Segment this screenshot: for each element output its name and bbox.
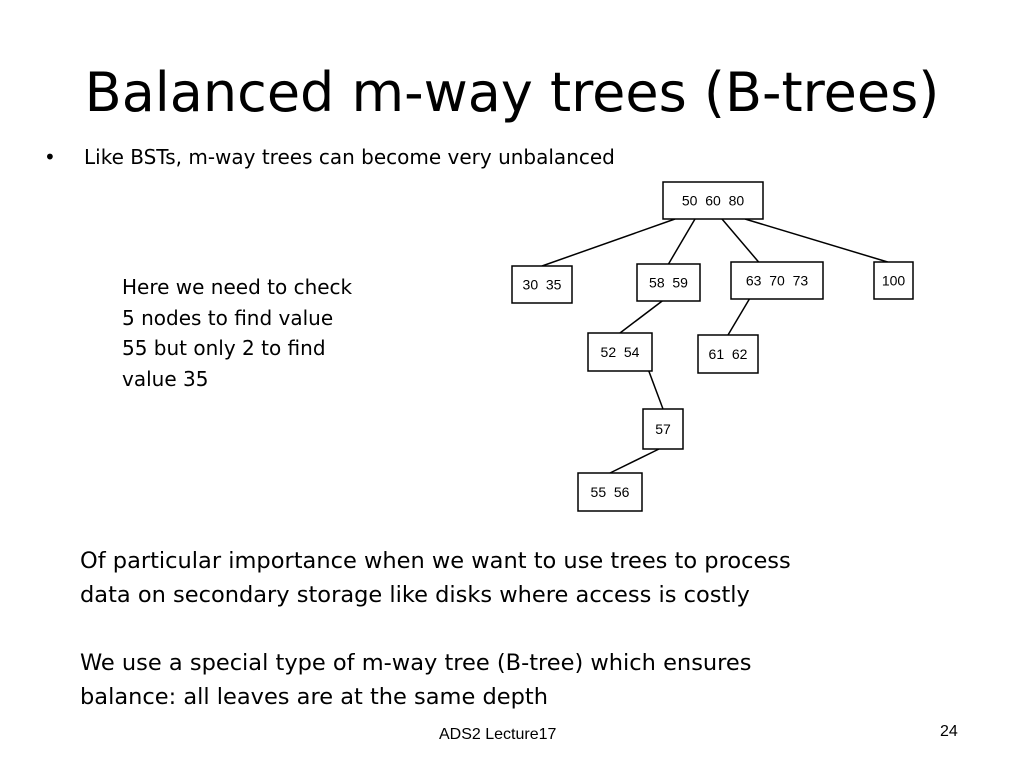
btree-line-2: balance: all leaves are at the same dept… (80, 684, 548, 710)
tree-node-box (511, 265, 573, 304)
tree-node-label: 50 60 80 (682, 193, 744, 209)
bullet-dot-icon: • (44, 145, 56, 169)
tree-node-label: 61 62 (709, 346, 748, 362)
tree-node-label: 58 59 (649, 275, 688, 291)
tree-edge-n1-n3 (667, 218, 696, 265)
tree-edge-n3-n6 (619, 300, 663, 334)
page-number: 24 (940, 723, 958, 740)
tree-node-label: 100 (882, 273, 906, 289)
tree-node-box (697, 334, 759, 374)
tree-node-box (873, 261, 914, 300)
tree-node-label: 52 54 (601, 344, 640, 360)
tree-node: 55 56 (577, 472, 643, 512)
tree-node-box (642, 408, 684, 450)
tree-node-box (587, 332, 653, 372)
tree-edge-n1-n2 (541, 218, 676, 267)
tree-node-label: 57 (655, 421, 671, 437)
btree-paragraph: We use a special type of m-way tree (B-t… (80, 646, 752, 714)
note-text: Here we need to check 5 nodes to find va… (122, 275, 353, 391)
importance-line-1: Of particular importance when we want to… (80, 548, 791, 574)
tree-node-label: 55 56 (591, 484, 630, 500)
bullet-text: Like BSTs, m-way trees can become very u… (84, 145, 615, 169)
importance-paragraph: Of particular importance when we want to… (80, 544, 791, 612)
importance-line-2: data on secondary storage like disks whe… (80, 582, 750, 608)
slide-title: Balanced m-way trees (B-trees) (84, 61, 940, 124)
tree-edge-n4-n7 (727, 298, 751, 336)
tree-node: 52 54 (587, 332, 653, 372)
tree-node: 57 (642, 408, 684, 450)
tree-node-box (577, 472, 643, 512)
tree-node-box (662, 181, 764, 220)
tree-node: 63 70 73 (730, 261, 824, 300)
tree-node-box (636, 263, 701, 302)
tree-edge-n1-n5 (744, 218, 888, 263)
btree-line-1: We use a special type of m-way tree (B-t… (80, 650, 752, 676)
tree-node: 100 (873, 261, 914, 300)
tree-node: 50 60 80 (662, 181, 764, 220)
tree-node: 58 59 (636, 263, 701, 302)
footer-text: ADS2 Lecture17 (439, 726, 557, 743)
tree-edge-n1-n4 (721, 218, 760, 263)
tree-edge-n8-n9 (609, 448, 660, 474)
tree-node-label: 63 70 73 (746, 273, 808, 289)
tree-edge-n6-n8 (648, 370, 664, 410)
tree-node: 30 35 (511, 265, 573, 304)
tree-node-box (730, 261, 824, 300)
tree-node-label: 30 35 (523, 277, 562, 293)
tree-node: 61 62 (697, 334, 759, 374)
